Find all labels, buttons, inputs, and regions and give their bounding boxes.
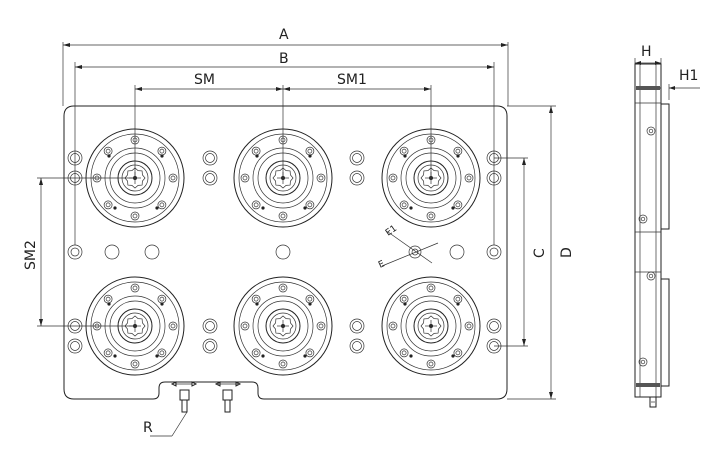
mounting-hole xyxy=(104,244,120,260)
radius-leader: R xyxy=(143,411,188,437)
air-fittings xyxy=(170,381,242,413)
dimension-label-h: H xyxy=(641,44,652,60)
dimension-label-e1: E1 xyxy=(384,224,399,239)
plate-holes xyxy=(67,150,502,354)
mounting-hole xyxy=(275,244,291,260)
dimension-label-sm1: SM1 xyxy=(337,72,367,88)
dimension-label-c: C xyxy=(532,248,548,258)
side-view xyxy=(634,63,670,408)
locating-hole xyxy=(349,318,365,334)
chuck-5 xyxy=(233,276,333,376)
mounting-hole xyxy=(486,244,502,260)
locating-hole xyxy=(486,318,502,334)
locating-hole xyxy=(202,318,218,334)
center-reference-marker: E1 E xyxy=(377,224,439,271)
locating-hole xyxy=(349,170,365,186)
mounting-hole xyxy=(144,244,160,260)
mounting-hole xyxy=(67,244,83,260)
chuck-6 xyxy=(381,276,481,376)
dimension-label-e: E xyxy=(377,259,387,271)
dimension-label-d: D xyxy=(559,247,575,258)
locating-hole xyxy=(202,170,218,186)
base-plate-outline xyxy=(63,105,508,400)
locating-hole xyxy=(349,150,365,166)
locating-hole xyxy=(67,338,83,354)
dimension-label-a: A xyxy=(279,27,289,43)
mounting-hole xyxy=(449,244,465,260)
dimension-label-h1: H1 xyxy=(679,68,698,84)
dimensions: A B SM SM1 SM2 C D xyxy=(23,27,700,400)
locating-hole xyxy=(202,150,218,166)
top-view: E1 E R xyxy=(63,105,508,437)
dimension-label-sm: SM xyxy=(194,72,215,88)
dimension-label-sm2: SM2 xyxy=(23,240,39,270)
dimension-label-b: B xyxy=(279,51,289,67)
dimension-label-r: R xyxy=(143,420,153,436)
locating-hole xyxy=(202,338,218,354)
locating-hole xyxy=(349,338,365,354)
